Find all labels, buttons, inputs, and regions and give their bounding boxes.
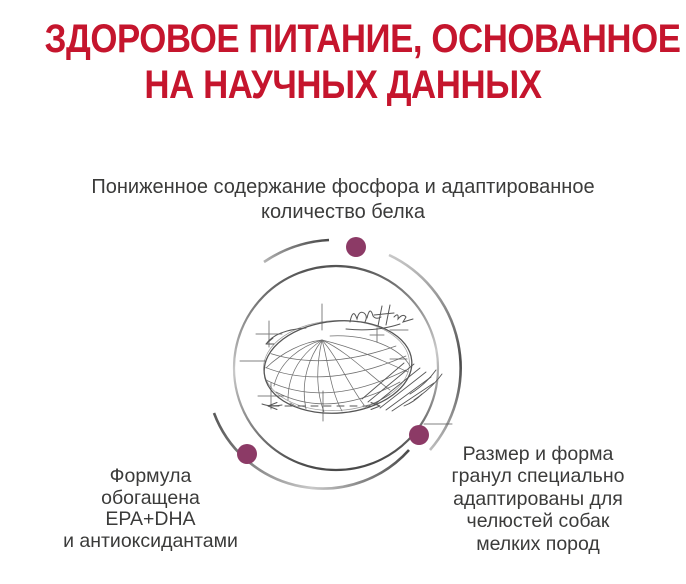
callout-line: адаптированы для — [453, 487, 623, 510]
kibble-outline-overdraw — [263, 320, 410, 411]
page-title: ЗДОРОВОЕ ПИТАНИЕ, ОСНОВАННОЕ НА НАУЧНЫХ … — [44, 16, 681, 108]
heading-line-2: НА НАУЧНЫХ ДАННЫХ — [144, 63, 542, 107]
callout-line: и антиоксидантами — [63, 529, 238, 552]
callout-line: Размер и форма — [462, 443, 614, 465]
orbit-arcs — [212, 238, 462, 490]
callout-line: мелких пород — [476, 532, 600, 555]
hatching — [361, 362, 443, 412]
callout-line: обогащена — [101, 486, 200, 509]
callout-kibble-size: Размер и форма гранул специально адаптир… — [428, 443, 648, 555]
feature-dot-bottom-left — [237, 444, 257, 464]
inner-ring — [232, 264, 440, 472]
feature-dot-top — [346, 237, 366, 257]
callout-line: челюстей собак — [466, 510, 610, 533]
callout-line: количество белка — [261, 201, 425, 223]
outer-arc-right — [388, 253, 462, 451]
feature-dot-right — [409, 425, 429, 445]
heading-line-1: ЗДОРОВОЕ ПИТАНИЕ, ОСНОВАННОЕ — [44, 17, 681, 61]
callout-phosphorus-protein: Пониженное содержание фосфора и адаптиро… — [33, 175, 653, 225]
outer-arc-bottom — [212, 412, 410, 490]
callout-line: Пониженное содержание фосфора и адаптиро… — [91, 176, 595, 198]
callout-line: Формула — [109, 465, 192, 487]
sketch-arrow — [265, 327, 307, 345]
kibble-sketch — [239, 303, 453, 425]
outer-arc-top-left — [263, 238, 330, 264]
callout-epa-dha: Формула обогащена EPA+DHA и антиоксидант… — [38, 465, 263, 552]
kibble-wireframe — [261, 335, 411, 419]
callout-line: гранул специально — [451, 465, 625, 488]
feature-dots — [237, 237, 429, 464]
callout-line: EPA+DHA — [105, 508, 196, 531]
crosshair-marks — [239, 303, 453, 425]
signature-scribble — [345, 304, 414, 331]
